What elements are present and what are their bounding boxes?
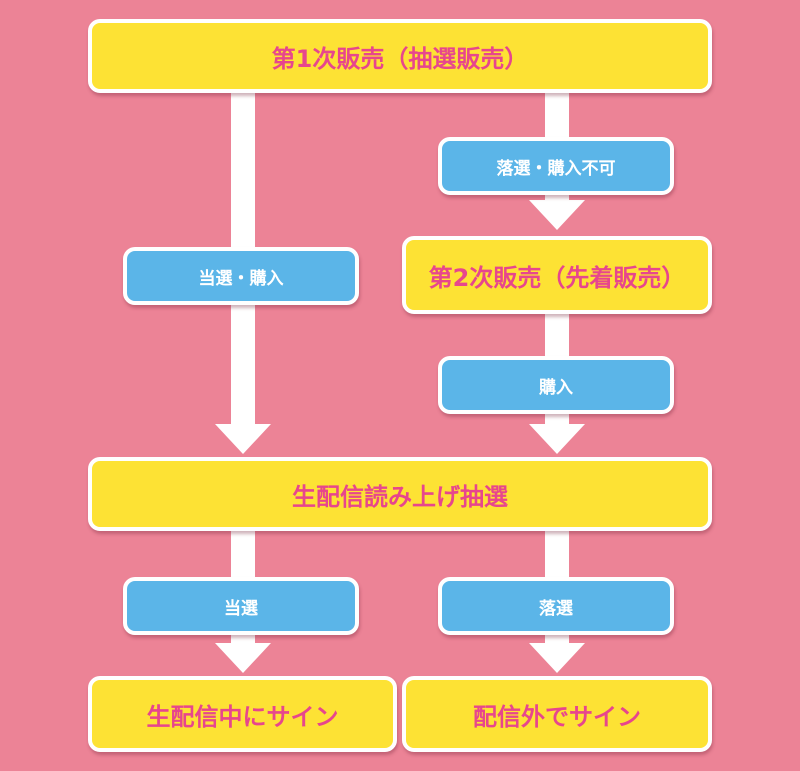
won-node: 当選 [123,577,359,635]
second-sale-node: 第2次販売（先着販売） [402,236,712,314]
won-purchase-node: 当選・購入 [123,247,359,305]
sign-offstream-label: 配信外でサイン [473,702,641,731]
lost-no-purchase-label: 落選・購入不可 [496,158,616,179]
arrow-left-head [215,424,271,454]
live-lottery-node: 生配信読み上げ抽選 [88,457,712,531]
won-purchase-label: 当選・購入 [198,268,284,289]
won-label: 当選 [224,598,258,619]
second-sale-label: 第2次販売（先着販売） [428,263,686,292]
lost-no-purchase-node: 落選・購入不可 [438,137,674,195]
arrow-right-head-2 [529,424,585,454]
sign-live-label: 生配信中にサイン [146,702,339,731]
sign-offstream-node: 配信外でサイン [402,676,712,752]
purchase-node: 購入 [438,356,674,414]
lost-node: 落選 [438,577,674,635]
arrow-bottom-left-head [215,643,271,673]
lost-label: 落選 [539,598,573,619]
arrow-right-head-1 [529,200,585,230]
arrow-bottom-right-head [529,643,585,673]
sign-live-node: 生配信中にサイン [88,676,397,752]
first-sale-node: 第1次販売（抽選販売） [88,19,712,93]
purchase-label: 購入 [539,377,573,398]
live-lottery-label: 生配信読み上げ抽選 [292,482,508,511]
first-sale-label: 第1次販売（抽選販売） [271,44,529,73]
